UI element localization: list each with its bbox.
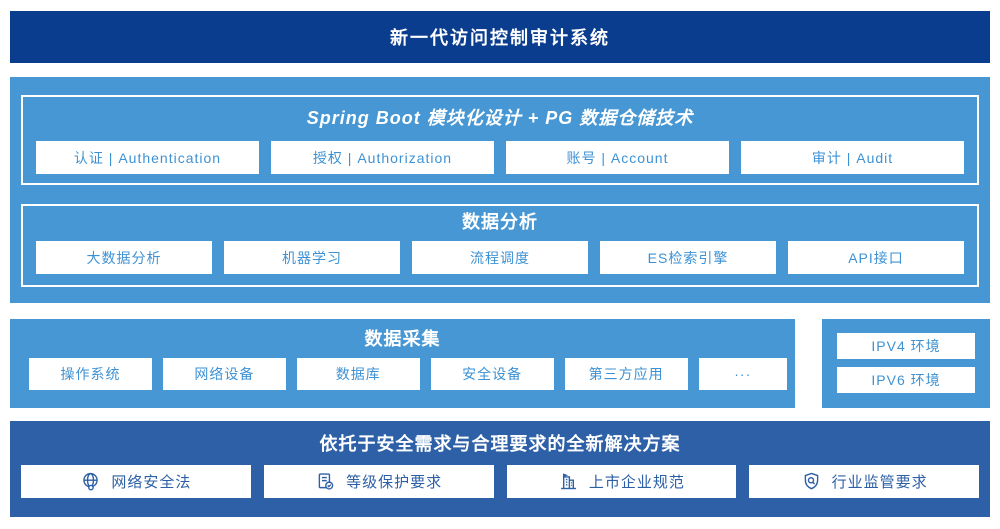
analysis-card-api: API接口 — [788, 241, 964, 274]
analysis-title: 数据分析 — [462, 212, 538, 232]
collection-card-database: 数据库 — [296, 358, 420, 390]
solution-label: 行业监管要求 — [831, 474, 928, 491]
solution-card-protection-level: 等级保护要求 — [263, 465, 494, 498]
solution-card-cybersecurity-law: 网络安全法 — [21, 465, 251, 498]
analysis-card-es: ES检索引擎 — [600, 241, 776, 274]
globe-icon — [80, 471, 101, 492]
module-card-account: 账号 | Account — [506, 141, 729, 174]
shield-search-icon — [801, 471, 822, 492]
page-title: 新一代访问控制审计系统 — [390, 28, 610, 48]
modules-title: Spring Boot 模块化设计 + PG 数据仓储技术 — [306, 108, 694, 128]
top-banner: 新一代访问控制审计系统 — [10, 11, 990, 63]
solution-title: 依托于安全需求与合理要求的全新解决方案 — [319, 434, 681, 454]
solution-card-industry-regulation: 行业监管要求 — [749, 465, 979, 498]
collection-card-os: 操作系统 — [29, 358, 152, 390]
modules-row: 认证 | Authentication 授权 | Authorization 账… — [23, 141, 977, 174]
modules-box: Spring Boot 模块化设计 + PG 数据仓储技术 认证 | Authe… — [21, 95, 979, 185]
platform-section: Spring Boot 模块化设计 + PG 数据仓储技术 认证 | Authe… — [10, 77, 990, 303]
module-card-authentication: 认证 | Authentication — [36, 141, 259, 174]
collection-card-network: 网络设备 — [162, 358, 286, 390]
solution-row: 网络安全法 等级保护要求 — [10, 465, 990, 498]
collection-title: 数据采集 — [364, 329, 441, 349]
solution-label: 网络安全法 — [111, 474, 192, 491]
env-card-ipv4: IPV4 环境 — [837, 333, 975, 359]
analysis-box: 数据分析 大数据分析 机器学习 流程调度 ES检索引擎 API接口 — [21, 204, 979, 287]
building-icon — [558, 471, 579, 492]
collection-section: 数据采集 操作系统 网络设备 数据库 安全设备 第三方应用 ··· — [10, 319, 795, 408]
env-card-ipv6: IPV6 环境 — [837, 367, 975, 393]
document-check-icon — [315, 471, 336, 492]
collection-card-more: ··· — [698, 358, 788, 390]
collection-row: 操作系统 网络设备 数据库 安全设备 第三方应用 ··· — [10, 358, 795, 390]
analysis-card-bigdata: 大数据分析 — [36, 241, 212, 274]
solution-card-listed-company: 上市企业规范 — [506, 465, 737, 498]
module-card-audit: 审计 | Audit — [741, 141, 964, 174]
environment-box: IPV4 环境 IPV6 环境 — [822, 319, 990, 408]
analysis-card-workflow: 流程调度 — [412, 241, 588, 274]
analysis-row: 大数据分析 机器学习 流程调度 ES检索引擎 API接口 — [23, 241, 977, 274]
solution-label: 等级保护要求 — [346, 474, 443, 491]
module-card-authorization: 授权 | Authorization — [271, 141, 494, 174]
solution-label: 上市企业规范 — [588, 474, 685, 491]
solution-section: 依托于安全需求与合理要求的全新解决方案 网络安全法 — [10, 421, 990, 517]
collection-card-security: 安全设备 — [430, 358, 554, 390]
collection-card-thirdparty: 第三方应用 — [564, 358, 688, 390]
analysis-card-ml: 机器学习 — [224, 241, 400, 274]
